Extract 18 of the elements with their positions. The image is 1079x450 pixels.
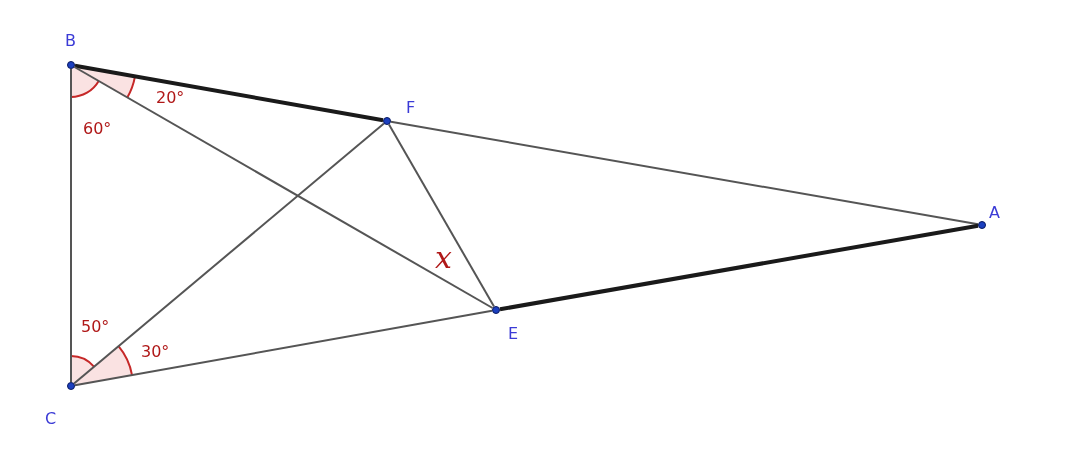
line-segment [388, 123, 495, 308]
point-label: E [508, 324, 519, 343]
point-label: C [45, 409, 57, 428]
line-segment [73, 309, 494, 387]
line-segment [74, 63, 384, 123]
point-label: B [65, 31, 76, 50]
line-segment [499, 223, 979, 312]
line-segment [389, 120, 980, 226]
point-label: F [406, 98, 416, 117]
angle-label: 20° [156, 88, 185, 107]
line-segment [73, 66, 494, 309]
point-label: A [989, 203, 1000, 222]
line-segment [73, 122, 385, 385]
unknown-angle-label: x [435, 240, 452, 275]
line-segment [70, 68, 72, 383]
angle-label: 60° [83, 119, 112, 138]
angle-label: 50° [81, 317, 110, 336]
angle-label: 30° [141, 342, 170, 361]
